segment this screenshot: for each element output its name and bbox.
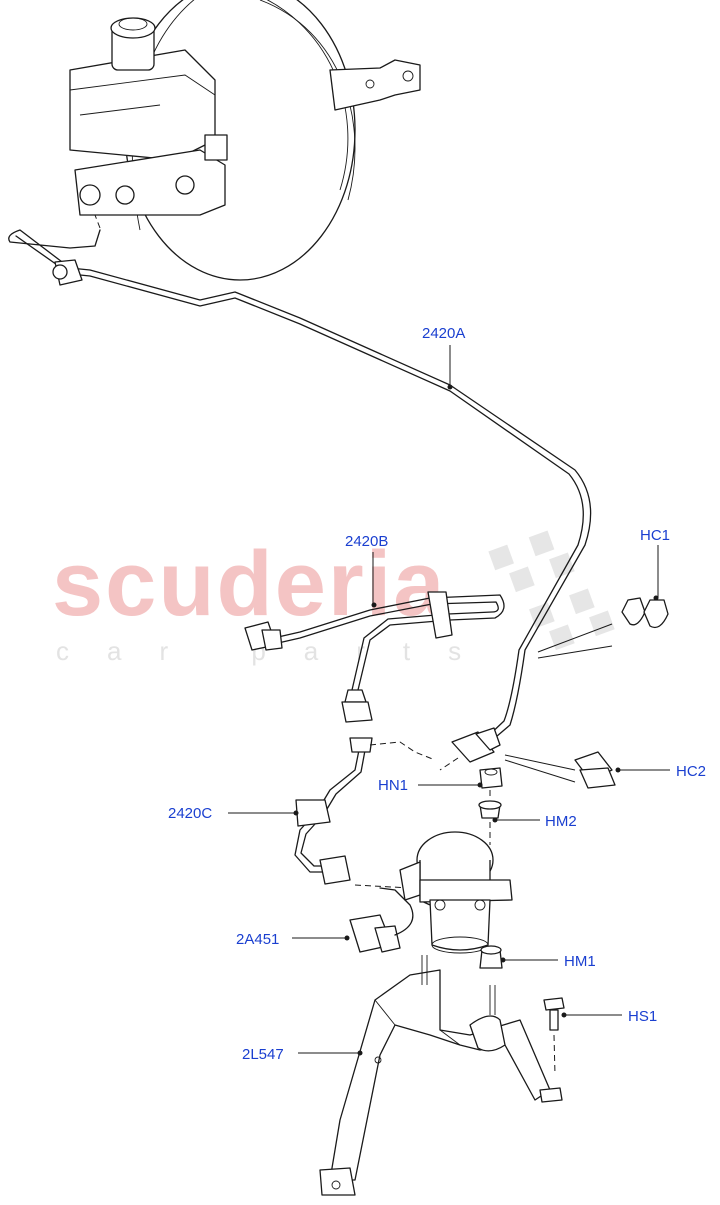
callout-hm1[interactable]: HM1 [564,953,596,970]
callout-2420a[interactable]: 2420A [422,325,465,342]
pipe-2420b [244,591,505,723]
pipe-2420c [293,737,436,889]
master-cylinder [69,17,228,216]
callout-leaders [228,345,670,1054]
callout-2a451[interactable]: 2A451 [236,931,279,948]
callout-2420b[interactable]: 2420B [345,533,388,550]
clip-hc1 [537,595,669,659]
bolt-hs1 [543,997,567,1076]
callout-hn1[interactable]: HN1 [378,777,408,794]
watermark: scuderia car parts [52,530,615,666]
callout-2420c[interactable]: 2420C [168,805,212,822]
grommet-hm2 [478,790,502,845]
callout-labels: 2420A 2420B HC1 HN1 HC2 HM2 2420C 2A451 … [168,325,706,1063]
clip-hc2 [504,751,621,789]
bracket-2l547 [319,955,563,1196]
callout-hc1[interactable]: HC1 [640,527,670,544]
callout-hm2[interactable]: HM2 [545,813,577,830]
nut-hn1 [477,767,503,789]
watermark-brand: scuderia [52,533,446,635]
connector-2a451 [344,887,414,953]
pipe-2420a [8,214,592,771]
vacuum-pump [399,831,513,954]
mount-hm1 [479,945,506,969]
checkered-flag-icon [488,530,615,651]
callout-hs1[interactable]: HS1 [628,1008,657,1025]
callout-2l547[interactable]: 2L547 [242,1046,284,1063]
callout-hc2[interactable]: HC2 [676,763,706,780]
